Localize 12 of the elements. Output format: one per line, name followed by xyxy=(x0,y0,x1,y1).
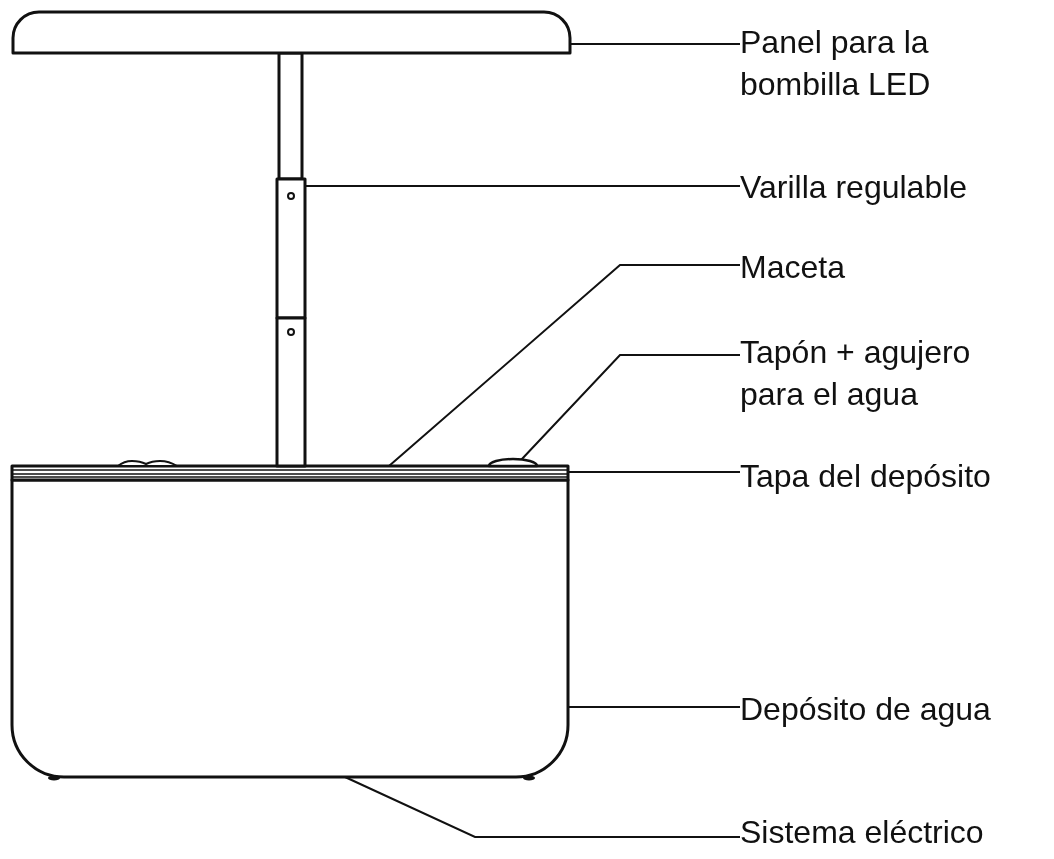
part-label: Varilla regulable xyxy=(740,166,968,208)
leader-line xyxy=(388,264,741,467)
part-label: Sistema eléctrico xyxy=(740,811,984,853)
water-tank xyxy=(10,478,570,779)
part-label: Tapón + agujero para el agua xyxy=(740,331,990,415)
part-label: Panel para la bombilla LED xyxy=(740,21,945,105)
led-panel xyxy=(11,10,572,55)
part-label: Tapa del depósito xyxy=(740,455,991,497)
part-label: Maceta xyxy=(740,246,845,288)
part-label: Depósito de agua xyxy=(740,688,991,730)
leader-line xyxy=(567,471,741,473)
water-plug xyxy=(487,457,539,468)
